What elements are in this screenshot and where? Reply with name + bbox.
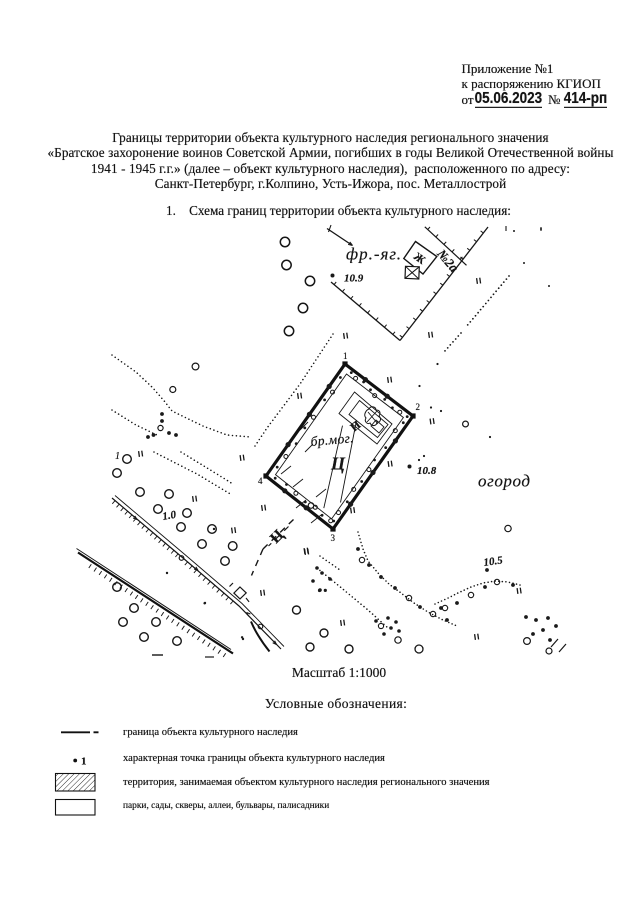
- svg-text:фр.-яг.: фр.-яг.: [346, 245, 402, 264]
- svg-text:огород: огород: [478, 472, 531, 491]
- svg-text:№2а: №2а: [434, 246, 462, 276]
- svg-text:1: 1: [81, 756, 87, 768]
- svg-text:4: 4: [258, 476, 263, 486]
- svg-text:бр.мог.: бр.мог.: [310, 430, 354, 449]
- svg-text:10.5: 10.5: [483, 554, 504, 569]
- svg-text:1: 1: [343, 351, 348, 361]
- svg-text:10.8: 10.8: [417, 465, 437, 477]
- svg-text:Ц: Ц: [330, 454, 346, 474]
- svg-text:1.0: 1.0: [161, 509, 177, 523]
- svg-text:Ц: Ц: [267, 526, 288, 547]
- svg-text:10.9: 10.9: [344, 273, 364, 285]
- svg-text:2: 2: [416, 402, 421, 412]
- svg-text:1: 1: [115, 451, 120, 462]
- svg-text:3: 3: [331, 533, 336, 543]
